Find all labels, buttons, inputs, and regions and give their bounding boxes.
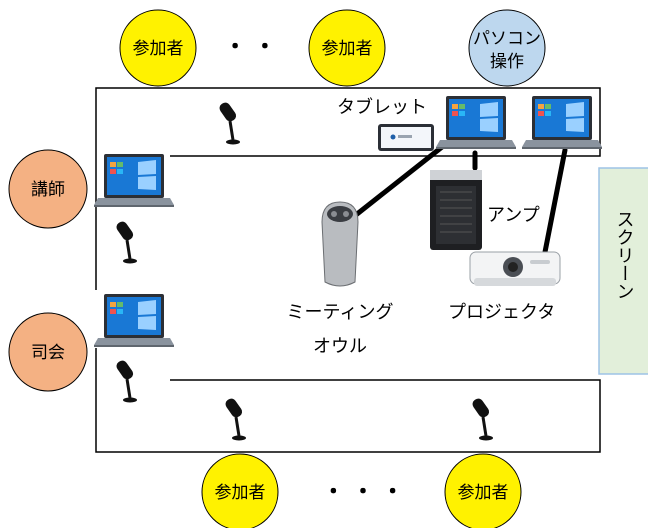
amp-label: アンプ [487,205,540,226]
tablet-label: タブレット [337,96,427,118]
laptop-icon [436,96,516,149]
participant-top-right: 参加者 [308,9,386,87]
projector-icon [469,251,561,286]
meeting-owl-label-line1: ミーティング [287,302,394,323]
svg-text:参加者: 参加者 [458,483,509,503]
svg-text:司会: 司会 [31,343,65,363]
laptop-icon [94,294,174,347]
microphone-icon [222,395,248,442]
svg-text:操作: 操作 [490,52,524,72]
svg-text:パソコン: パソコン [473,29,541,49]
projector-label: プロジェクタ [448,302,555,323]
microphone-icon [469,395,495,442]
role-moderator: 司会 [8,312,88,392]
svg-text:講師: 講師 [31,180,65,200]
top-dots: ・ ・ [224,35,276,60]
participant-bottom-right: 参加者 [444,453,522,528]
tablet-icon [378,124,434,151]
svg-text:参加者: 参加者 [133,39,184,59]
meeting-owl-icon [321,201,359,287]
svg-text:参加者: 参加者 [322,39,373,59]
participant-top-left: 参加者 [119,9,197,87]
laptop-icon [94,154,174,207]
role-lecturer: 講師 [8,149,88,229]
laptop-icon [522,96,602,149]
svg-text:参加者: 参加者 [215,483,266,503]
table-outline [95,87,601,453]
meeting-owl-label-line2: オウル [313,336,367,357]
pc-operator: パソコン 操作 [468,9,546,87]
microphone-icon [113,218,139,265]
microphone-icon [113,357,139,404]
amplifier-icon [430,170,482,250]
bottom-dots: ・ ・ ・ [322,480,403,505]
microphone-icon [216,99,242,146]
screen: スクリーン [598,167,648,375]
screen-label: スクリーン [614,210,635,300]
participant-bottom-left: 参加者 [201,453,279,528]
cables [349,144,568,255]
